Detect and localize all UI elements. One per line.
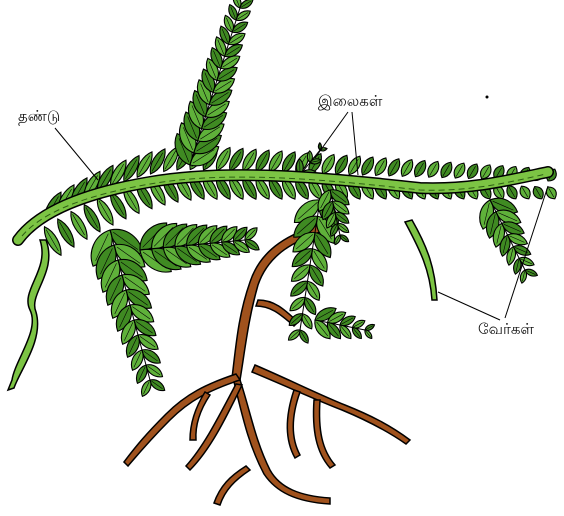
root-branch — [214, 466, 250, 505]
leaf — [372, 156, 390, 178]
stray-dot — [486, 96, 489, 99]
leaves-label: இலைகள் — [318, 92, 382, 112]
leaf — [398, 157, 416, 178]
root-branch — [314, 400, 335, 468]
leaves-pointer-line-1 — [315, 112, 348, 158]
leaf — [451, 161, 468, 181]
leaf — [425, 159, 442, 180]
leaf — [345, 154, 364, 177]
leaf — [385, 156, 403, 178]
root-branch — [252, 365, 410, 444]
leaf — [358, 155, 377, 178]
leaf — [411, 158, 429, 179]
stem-pointer-line — [55, 128, 98, 180]
root-branch — [287, 390, 300, 458]
leaf — [517, 184, 533, 201]
roots-label: வேர்கள் — [478, 320, 534, 340]
roots-pointer-line-1 — [438, 292, 500, 320]
leaf — [464, 162, 481, 181]
stem-label: தண்டு — [18, 107, 60, 127]
leaf — [438, 160, 455, 180]
